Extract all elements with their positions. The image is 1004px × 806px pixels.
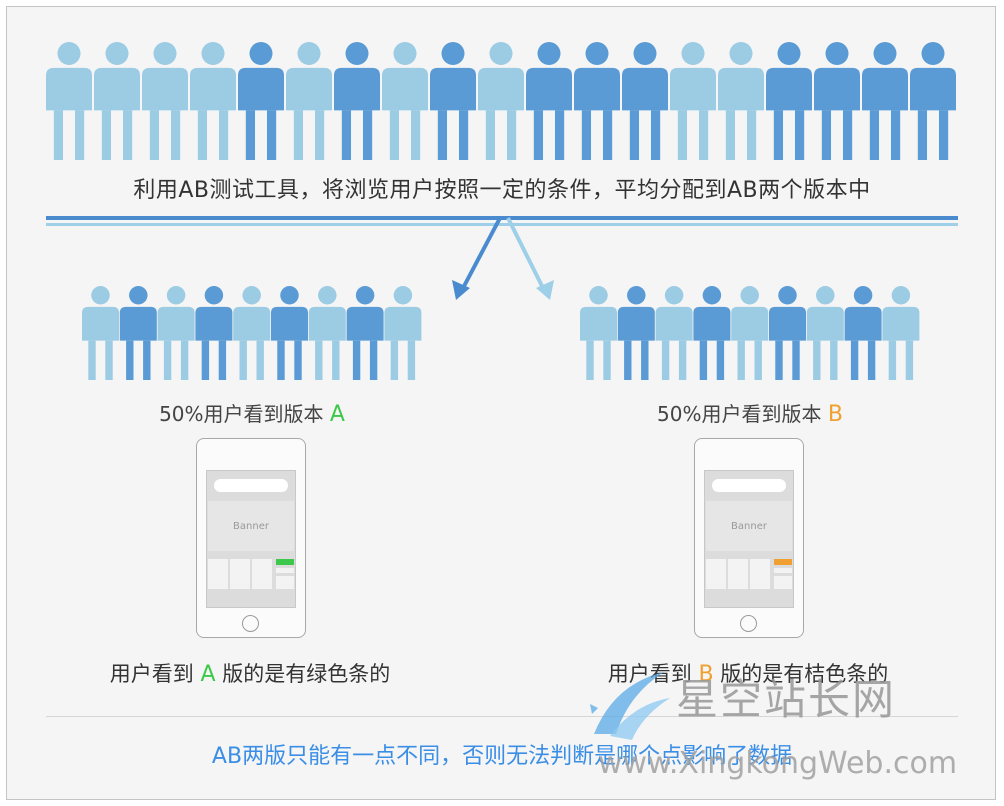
user-figure-light — [286, 42, 332, 160]
phone-b-screen: Banner — [704, 470, 794, 608]
user-figure-light — [142, 42, 188, 160]
divider-line-thin — [46, 223, 958, 226]
group-b-percent-label: 50%用户看到版本 B — [550, 398, 950, 427]
user-figure-dark — [526, 42, 572, 160]
phone-a-mini-block — [276, 576, 294, 589]
user-figure-dark — [195, 286, 233, 380]
user-figure-light — [308, 286, 346, 380]
user-figure-dark — [844, 286, 882, 380]
phone-a-home-button — [242, 615, 259, 632]
group-a-percent-label: 50%用户看到版本 A — [52, 398, 452, 427]
user-figure-dark — [271, 286, 308, 380]
user-figure-dark — [334, 42, 380, 160]
phone-mockup-b: Banner — [694, 438, 804, 638]
group-a-percent-text: 50%用户看到版本 — [159, 402, 324, 426]
phone-a-screen: Banner — [206, 470, 296, 608]
phone-a-search-bar — [214, 479, 288, 492]
user-figure-light — [157, 286, 195, 380]
phone-a-cell — [252, 559, 272, 589]
phone-b-orange-bar — [774, 559, 792, 565]
user-figure-dark — [119, 286, 157, 380]
user-figure-light — [882, 286, 920, 380]
user-figure-light — [384, 286, 422, 380]
watermark-logo-icon — [590, 672, 670, 740]
user-figure-light — [46, 42, 92, 160]
user-figure-dark — [622, 42, 668, 160]
user-figure-dark — [238, 42, 284, 160]
user-figure-dark — [910, 42, 956, 160]
group-b-crowd — [580, 286, 920, 380]
phone-b-mini-block — [774, 568, 792, 573]
phone-b-cell — [728, 559, 748, 589]
phone-b-mini-block — [774, 576, 792, 589]
phone-a-cell — [208, 559, 228, 589]
phone-a-green-bar — [276, 559, 294, 565]
phone-b-cell — [706, 559, 726, 589]
footer-divider — [46, 716, 958, 717]
user-figure-light — [233, 286, 271, 380]
result-a-suffix: 版的是有绿色条的 — [222, 662, 391, 686]
user-figure-light — [806, 286, 844, 380]
user-figure-light — [82, 286, 119, 380]
group-a-result-caption: 用户看到 A 版的是有绿色条的 — [50, 658, 450, 688]
user-figure-light — [190, 42, 236, 160]
result-a-letter: A — [200, 662, 216, 687]
site-watermark: 星空站长网 www.XingkongWeb.com — [580, 660, 990, 800]
group-a-version-letter: A — [329, 402, 345, 427]
top-caption: 利用AB测试工具，将浏览用户按照一定的条件，平均分配到AB两个版本中 — [133, 178, 871, 203]
top-user-crowd — [46, 42, 956, 160]
result-b-suffix: 版的是有桔色条的 — [720, 662, 889, 686]
result-b-letter: B — [698, 662, 714, 687]
user-figure-light — [670, 42, 716, 160]
result-a-prefix: 用户看到 — [109, 662, 194, 686]
phone-mockup-a: Banner — [196, 438, 306, 638]
user-figure-dark — [617, 286, 655, 380]
phone-b-banner: Banner — [706, 501, 792, 551]
user-figure-dark — [574, 42, 620, 160]
user-figure-light — [382, 42, 428, 160]
user-figure-light — [580, 286, 617, 380]
user-figure-dark — [430, 42, 476, 160]
user-figure-light — [731, 286, 769, 380]
phone-b-search-bar — [712, 479, 786, 492]
user-figure-dark — [814, 42, 860, 160]
user-figure-dark — [693, 286, 731, 380]
group-b-percent-text: 50%用户看到版本 — [657, 402, 822, 426]
user-figure-dark — [346, 286, 384, 380]
footer-note: AB两版只能有一点不同，否则无法判断是哪个点影响了数据 — [211, 744, 793, 769]
user-figure-light — [655, 286, 693, 380]
group-a-crowd — [82, 286, 422, 380]
phone-b-home-button — [740, 615, 757, 632]
phone-b-cell — [750, 559, 770, 589]
phone-a-cell — [230, 559, 250, 589]
user-figure-dark — [862, 42, 908, 160]
divider-line-thick — [46, 216, 958, 220]
watermark-site-url: www.XingkongWeb.com — [598, 746, 958, 781]
user-figure-light — [718, 42, 764, 160]
group-b-version-letter: B — [827, 402, 843, 427]
phone-a-banner: Banner — [208, 501, 294, 551]
user-figure-light — [94, 42, 140, 160]
user-figure-light — [478, 42, 524, 160]
watermark-site-name: 星空站长网 — [676, 675, 897, 724]
user-figure-dark — [769, 286, 806, 380]
user-figure-dark — [766, 42, 812, 160]
phone-a-mini-block — [276, 568, 294, 573]
